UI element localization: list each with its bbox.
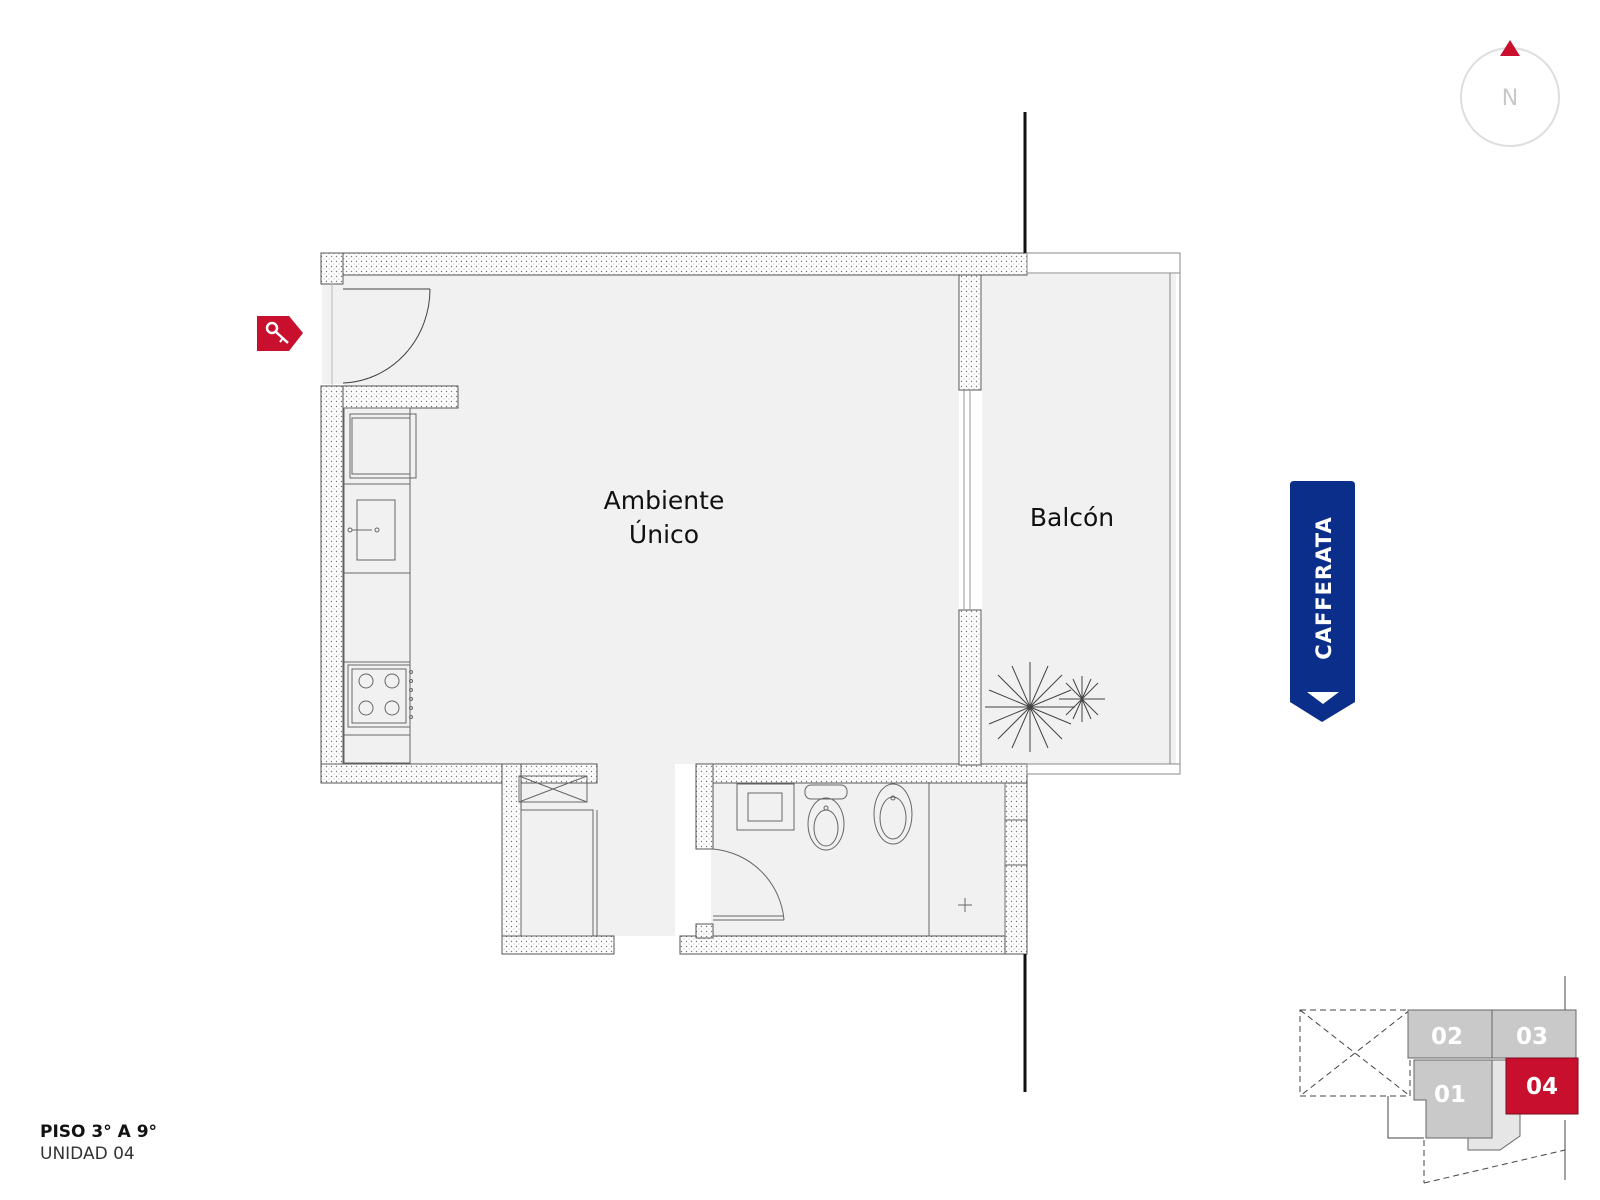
key-unit-label-03: 03 — [1516, 1024, 1548, 1050]
closet — [518, 775, 598, 937]
arrow-down-icon — [1307, 692, 1339, 704]
key-icon — [257, 316, 303, 351]
key-unit-03 — [1491, 1009, 1577, 1059]
entrance-door — [331, 282, 431, 386]
room-label-main-line1: Ambiente — [604, 486, 725, 515]
room-label-balcony: Balcón — [1030, 503, 1114, 532]
plant-icon — [985, 662, 1105, 752]
balcony-floor — [982, 274, 1176, 764]
bathroom — [712, 782, 1027, 936]
vanity-icon — [736, 783, 795, 831]
bathroom-door — [712, 848, 785, 921]
unit-number: UNIDAD 04 — [40, 1144, 135, 1164]
key-unit-label-02: 02 — [1431, 1024, 1463, 1050]
room-label-main-line2: Único — [629, 519, 699, 549]
unit-caption: PISO 3° A 9° UNIDAD 04 — [40, 1122, 157, 1164]
north-letter: N — [1502, 86, 1518, 111]
floor-range: PISO 3° A 9° — [40, 1122, 158, 1142]
key-unit-label-01: 01 — [1434, 1082, 1466, 1108]
walls — [320, 252, 1028, 955]
sliding-door — [963, 390, 971, 610]
stove-icon — [347, 664, 413, 728]
key-plan: 02 03 01 04 — [1299, 976, 1579, 1184]
key-unit-02 — [1407, 1009, 1493, 1059]
toilet-icon — [804, 784, 848, 851]
street-banner: CAFFERATA — [1290, 481, 1355, 722]
north-compass-icon: N — [1460, 40, 1560, 147]
key-unit-04 — [1505, 1057, 1579, 1115]
floor-area — [322, 274, 1176, 936]
balcony-railing — [1026, 252, 1181, 775]
kitchen — [343, 407, 417, 764]
key-unit-label-04: 04 — [1526, 1074, 1558, 1100]
bidet-icon — [873, 783, 913, 845]
street-name: CAFFERATA — [1312, 516, 1336, 659]
